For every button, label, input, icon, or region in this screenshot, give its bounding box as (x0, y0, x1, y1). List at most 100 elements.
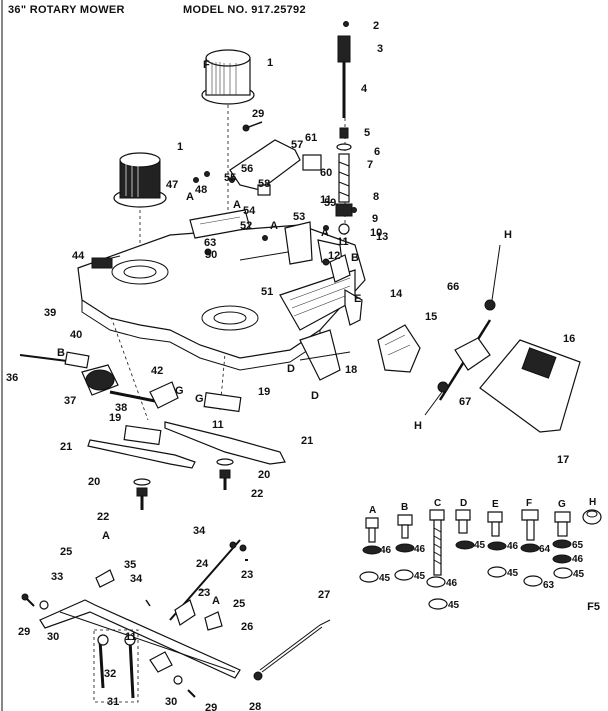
callout-letter: A (212, 595, 220, 607)
callout: 19 (258, 386, 270, 398)
callout-letter: G (175, 385, 184, 397)
callout-letter: D (311, 390, 319, 402)
callout: 67 (459, 396, 471, 408)
callout: 23 (241, 569, 253, 581)
callout: 47 (166, 179, 178, 191)
callout: 31 (107, 696, 119, 708)
callout: 8 (373, 191, 379, 203)
callout: 40 (70, 329, 82, 341)
deck-hardware (193, 121, 357, 266)
callout: 1 (267, 57, 273, 69)
key-number: 46 (572, 554, 584, 565)
callout: 35 (124, 559, 136, 571)
callout: 2 (373, 20, 379, 32)
callout-letter: G (195, 393, 204, 405)
callout: 29 (205, 702, 217, 711)
callout: 34 (130, 573, 143, 585)
bolt-B (397, 514, 413, 539)
key-number: 46 (446, 578, 458, 589)
callout: 26 (241, 621, 253, 633)
hardware-key (359, 509, 602, 610)
callout: 30 (47, 631, 59, 643)
callout: 57 (291, 139, 303, 151)
callout-letter: A (233, 199, 241, 211)
key-number: 45 (573, 569, 585, 580)
discharge-chute-group (377, 244, 581, 433)
bracket-18 (299, 329, 341, 381)
key-letter: A (369, 505, 376, 516)
callout: 21 (301, 435, 313, 447)
callout-letter: D (287, 363, 295, 375)
callout: 20 (88, 476, 100, 488)
key-number: 45 (414, 571, 426, 582)
callout: 13 (376, 231, 388, 243)
callout: 4 (361, 83, 368, 95)
key-letter: H (589, 497, 596, 508)
callout: 21 (60, 441, 72, 453)
key-letter: B (401, 502, 408, 513)
callout: 60 (320, 167, 332, 179)
callout: 36 (6, 372, 18, 384)
callout: 5 (364, 127, 370, 139)
key-number: 45 (474, 540, 486, 551)
page-code: F5 (587, 601, 600, 613)
callout: 34 (193, 525, 206, 537)
callout: 56 (241, 163, 253, 175)
pulley-1-upper (201, 49, 255, 105)
blade-spindle-left (19, 351, 179, 409)
callout: 59 (324, 197, 336, 209)
blade-right (164, 392, 286, 465)
callout: 50 (205, 249, 217, 261)
callout-letter: H (414, 420, 422, 432)
callout: 52 (240, 220, 252, 232)
callout-letter: B (57, 347, 65, 359)
bolt-22-right (219, 469, 231, 490)
bolt-E (487, 511, 503, 537)
callout: 58 (258, 178, 270, 190)
callout-labels: 1 1 2 3 4 5 6 7 8 9 10 11 11 11 11 12 13… (6, 20, 596, 711)
callout: 11 (212, 419, 224, 431)
pulley-1-lower (113, 152, 167, 208)
callout: 22 (97, 511, 109, 523)
callout: 42 (151, 365, 163, 377)
callout: 9 (372, 213, 378, 225)
key-number: 46 (507, 541, 519, 552)
key-letter: F (526, 498, 532, 509)
callout: 6 (374, 146, 380, 158)
callout: 24 (196, 558, 209, 570)
key-letter: G (558, 499, 566, 510)
washer-20-right (216, 458, 234, 466)
callout: 29 (252, 108, 264, 120)
callout: 38 (115, 402, 127, 414)
key-letter: C (434, 498, 441, 509)
key-number: 64 (539, 544, 551, 555)
key-number: 46 (414, 544, 426, 555)
key-number: 45 (379, 573, 391, 584)
callout: 37 (64, 395, 76, 407)
lift-bracket (189, 139, 343, 265)
callout: 27 (318, 589, 330, 601)
callout: 44 (72, 250, 85, 262)
callout: 12 (328, 250, 340, 262)
callout: 14 (390, 288, 403, 300)
callout: 19 (109, 412, 121, 424)
callout-letter: E (354, 293, 361, 305)
callout: 63 (204, 237, 216, 249)
diagram-title: 36" ROTARY MOWER (8, 4, 125, 16)
callout: 11 (320, 194, 332, 206)
callout: 51 (261, 286, 273, 298)
lift-linkage (21, 539, 331, 703)
key-number: 46 (380, 545, 392, 556)
blade-left (87, 425, 196, 469)
bolt-22-left (136, 487, 148, 510)
callout-letter: B (351, 252, 359, 264)
callout: 18 (345, 364, 357, 376)
bolt-A (365, 517, 379, 543)
callout: 16 (563, 333, 575, 345)
callout: 1 (177, 141, 183, 153)
key-number: 45 (448, 600, 460, 611)
callout: 55 (224, 172, 236, 184)
callout-letter: A (102, 530, 110, 542)
bolt-D (455, 509, 471, 534)
